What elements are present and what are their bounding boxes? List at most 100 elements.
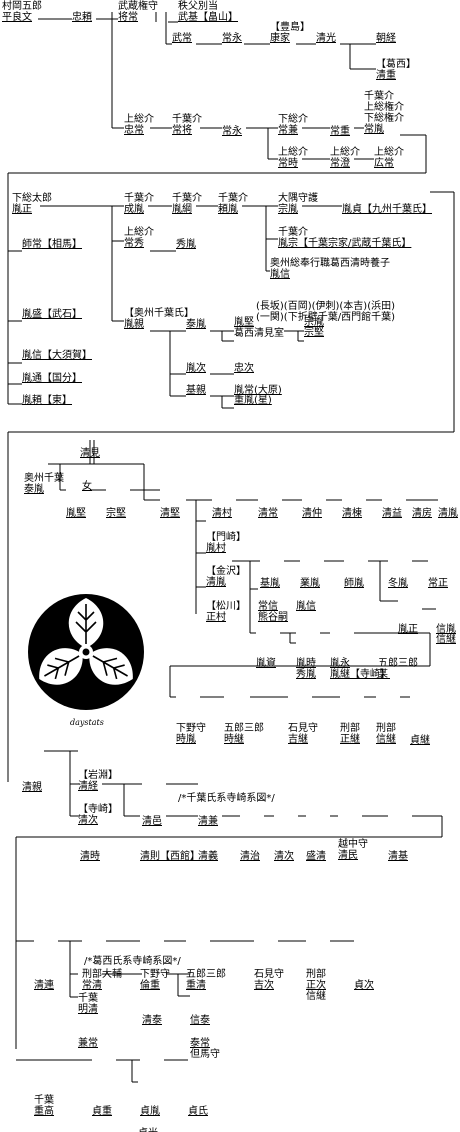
- person-node: 五郎三郎時継: [224, 723, 264, 745]
- caption-kasai-terasaki: /*葛西氏系寺崎系図*/: [84, 956, 181, 967]
- person-name: 清重: [376, 70, 396, 81]
- person-node: 基親: [186, 385, 206, 396]
- person-name: 胤正: [12, 204, 32, 215]
- person-name: 泰胤: [24, 484, 44, 495]
- person-name: 宗胤: [278, 204, 298, 215]
- person-node: 刑部大輔常清: [82, 969, 122, 991]
- person-node: 【松川】正村: [206, 601, 246, 623]
- person-name: 女: [82, 481, 92, 492]
- person-node: 宗堅: [106, 508, 126, 519]
- person-name: 秀胤: [296, 669, 316, 680]
- person-name: 平良文: [2, 12, 32, 23]
- person-name: 熊谷嗣: [258, 612, 288, 623]
- person-name: 常澄: [330, 158, 350, 169]
- person-node: 常信: [258, 601, 278, 612]
- person-title: 千葉介: [218, 193, 248, 204]
- person-name: 盛清: [306, 851, 326, 862]
- person-node: 大隅守護宗胤: [278, 193, 318, 215]
- person-name: 重清: [186, 980, 206, 991]
- person-node: 胤時: [296, 658, 316, 669]
- person-node: 胤信: [296, 601, 316, 612]
- person-title: 【松川】: [206, 601, 246, 612]
- person-name: 胤時: [296, 658, 316, 669]
- person-node: 武常: [172, 33, 192, 44]
- person-node: 泰常但馬守: [190, 1038, 220, 1060]
- person-node: 奥州千葉泰胤: [24, 473, 64, 495]
- person-title: 【葛西】: [376, 59, 416, 70]
- person-node: 宗堅: [304, 327, 324, 338]
- person-name: 明清: [78, 1004, 98, 1015]
- person-node: 胤信【大須賀】: [22, 350, 92, 361]
- person-title: 刑部: [306, 969, 326, 980]
- person-node: 刑部正継: [340, 723, 360, 745]
- person-name: 泰常: [190, 1038, 210, 1049]
- person-node: 胤通【国分】: [22, 373, 82, 384]
- person-node: 清親: [22, 782, 42, 793]
- person-node: 奥州総奉行職葛西清時養子胤信: [270, 258, 390, 280]
- person-node: 下総介常兼: [278, 114, 308, 136]
- person-name: 胤堅: [66, 508, 86, 519]
- person-title: 千葉介: [124, 193, 154, 204]
- person-name: 貞重: [92, 1106, 112, 1117]
- person-node: 千葉介常将: [172, 114, 202, 136]
- person-node: 【寺崎】清次: [78, 804, 118, 826]
- person-node: 信継: [436, 634, 456, 645]
- person-name: 貞胤: [140, 1106, 160, 1117]
- person-name: 胤宗【千葉宗家/武蔵千葉氏】: [278, 238, 412, 249]
- crest-label: daystats: [70, 718, 104, 727]
- person-node: 千葉介上総権介下総権介常胤: [364, 91, 404, 135]
- person-name: 宗堅: [106, 508, 126, 519]
- person-title: 石見守: [288, 723, 318, 734]
- person-title: 千葉介: [172, 193, 202, 204]
- person-name: 胤信: [296, 601, 316, 612]
- person-title: 【奥州千葉氏】: [124, 308, 194, 319]
- person-node: 清光: [316, 33, 336, 44]
- person-node: 【岩淵】清経: [78, 770, 118, 792]
- person-note: 但馬守: [190, 1049, 220, 1060]
- person-node: 胤貞【九州千葉氏】: [342, 204, 432, 215]
- branch-list-1: (長坂)(百岡)(伊刺)(本吉)(浜田): [256, 301, 396, 312]
- person-node: 【門崎】胤村: [206, 532, 246, 554]
- person-node: 胤継【寺崎】: [330, 669, 390, 680]
- person-node: 重胤(星): [234, 395, 272, 406]
- person-title: 千葉: [34, 1095, 54, 1106]
- person-node: 宗胤: [304, 317, 324, 328]
- person-node: 下野守時胤: [176, 723, 206, 745]
- person-title: 下総権介: [364, 113, 404, 124]
- person-node: 清連: [34, 980, 54, 991]
- person-node: 朝経: [376, 33, 396, 44]
- person-note: 葛西清見室: [234, 328, 284, 339]
- person-name: 基胤: [260, 578, 280, 589]
- person-node: 胤次: [186, 363, 206, 374]
- person-title: 刑部: [340, 723, 360, 734]
- person-name: 胤頼【東】: [22, 395, 72, 406]
- person-name: 清胤: [438, 508, 458, 519]
- person-name: 秀胤: [176, 239, 196, 250]
- person-node: 刑部正次信継: [306, 969, 326, 1002]
- person-node: 胤盛【武石】: [22, 309, 82, 320]
- person-name: 兼常: [78, 1038, 98, 1049]
- person-name: 吉次: [254, 980, 274, 991]
- person-node: 清堅: [160, 508, 180, 519]
- person-node: 【豊島】康家: [270, 22, 310, 44]
- person-title: 上総介: [124, 227, 154, 238]
- person-name: 清次: [274, 851, 294, 862]
- person-node: 下総太郎胤正: [12, 193, 52, 215]
- person-name: 清益: [382, 508, 402, 519]
- person-name: 清棟: [342, 508, 362, 519]
- person-name: 時胤: [176, 734, 196, 745]
- person-node: 清見: [80, 448, 100, 459]
- person-node: 清益: [382, 508, 402, 519]
- person-node: 清常: [258, 508, 278, 519]
- person-name: 倫重: [140, 980, 160, 991]
- person-extra: 信継: [306, 991, 326, 1002]
- person-name: 胤正: [398, 624, 418, 635]
- person-node: 秩父別当武基【畠山】: [178, 1, 238, 23]
- person-node: 女: [82, 481, 92, 492]
- person-name: 信継: [436, 634, 456, 645]
- person-name: 正継: [340, 734, 360, 745]
- person-name: 武常: [172, 33, 192, 44]
- person-node: 貞重: [92, 1106, 112, 1117]
- person-name: 清村: [212, 508, 232, 519]
